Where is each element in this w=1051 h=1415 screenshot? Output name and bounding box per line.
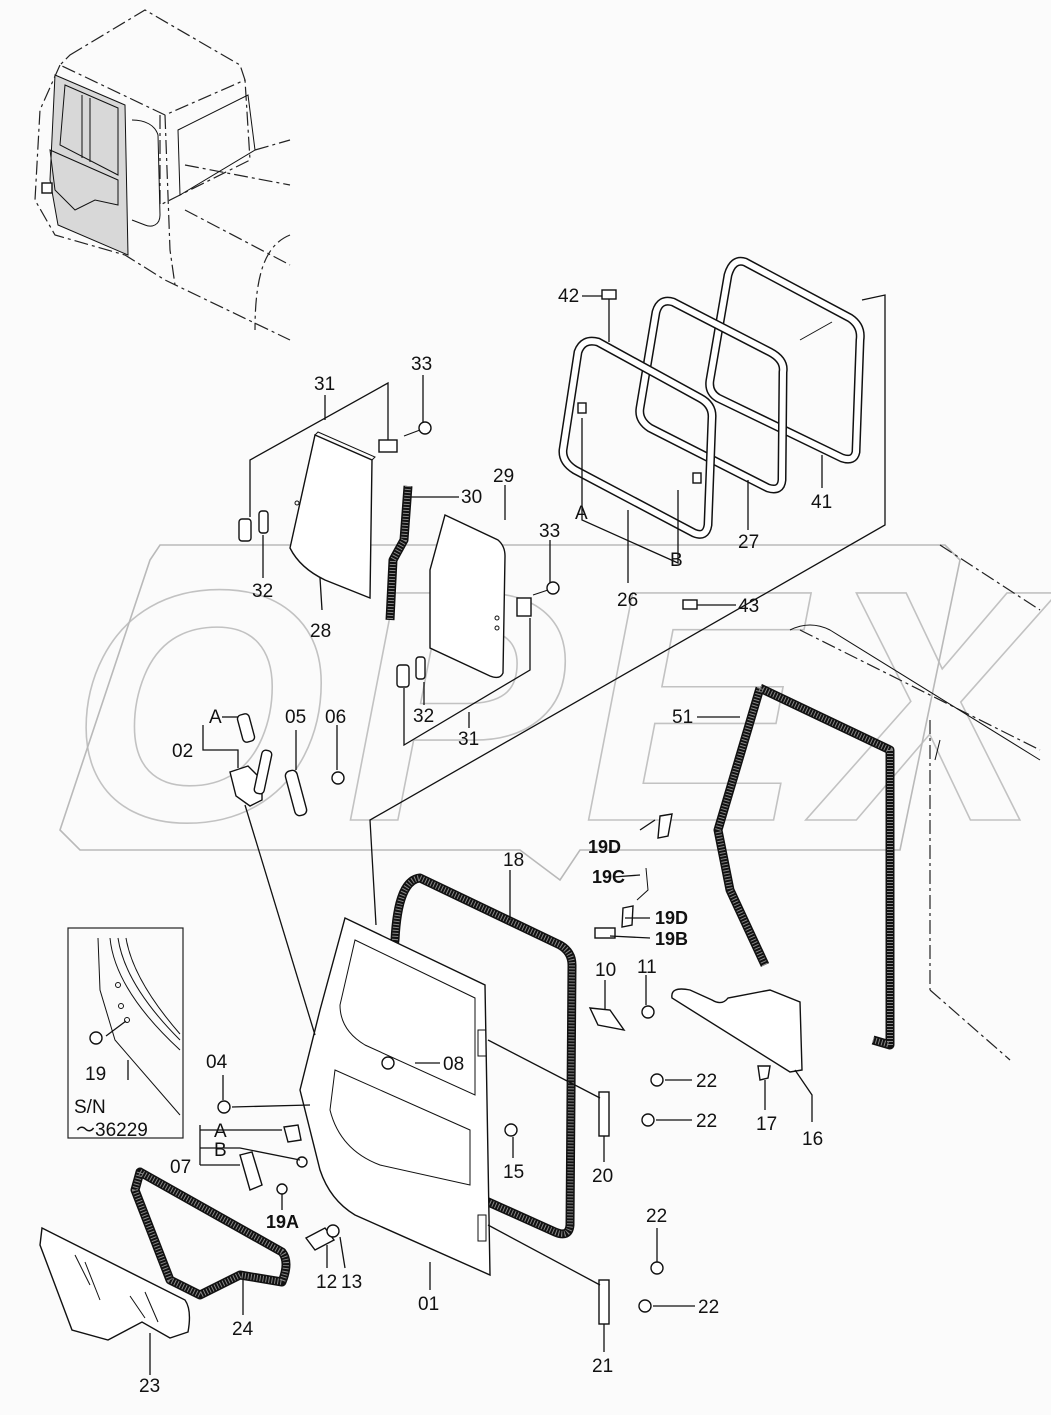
clip-19A xyxy=(276,1183,288,1195)
nut-08 xyxy=(381,1056,395,1070)
label-33-right: 33 xyxy=(539,521,560,542)
window-seal-41 xyxy=(705,256,865,464)
door-seal-18 xyxy=(375,873,577,1239)
label-17: 17 xyxy=(756,1114,777,1135)
label-19D-mid: 19D xyxy=(655,908,688,928)
nut-15 xyxy=(504,1123,518,1137)
label-01: 01 xyxy=(418,1294,439,1315)
screw-06 xyxy=(331,771,345,785)
inset-box-serial-note: 19 S/N ～36229 xyxy=(67,927,184,1141)
screw-11 xyxy=(641,1005,655,1019)
label-30: 30 xyxy=(461,487,482,508)
inset-part-label: 19 xyxy=(85,1064,106,1085)
label-19A: 19A xyxy=(266,1212,299,1232)
bolt-22-b xyxy=(641,1113,655,1127)
striker-10 xyxy=(588,1007,626,1032)
label-29: 29 xyxy=(493,466,514,487)
label-05: 05 xyxy=(285,707,306,728)
label-10: 10 xyxy=(595,960,616,981)
label-26: 26 xyxy=(617,590,638,611)
label-13: 13 xyxy=(341,1272,362,1293)
label-33-left: 33 xyxy=(411,354,432,375)
cab-side-reference xyxy=(789,544,1041,1061)
label-07-A: A xyxy=(214,1121,227,1142)
striker-05 xyxy=(284,769,308,817)
label-43: 43 xyxy=(738,596,759,617)
door-lock-02 xyxy=(229,713,273,807)
inset-serial-label: S/N xyxy=(74,1097,106,1118)
label-06: 06 xyxy=(325,707,346,728)
hinge-21 xyxy=(598,1279,610,1325)
part-labels: 33 31 32 28 30 29 33 32 31 42 A B 26 27 … xyxy=(139,286,832,1397)
catch-19D-mid xyxy=(621,905,634,928)
label-23: 23 xyxy=(139,1376,160,1397)
hinge-20 xyxy=(598,1091,610,1137)
nut-13 xyxy=(326,1224,340,1238)
handle-07 xyxy=(239,1124,308,1191)
label-28: 28 xyxy=(310,621,331,642)
label-12: 12 xyxy=(316,1272,337,1293)
rod-19C xyxy=(636,867,649,901)
label-51: 51 xyxy=(672,707,693,728)
label-08: 08 xyxy=(443,1054,464,1075)
bolt-04 xyxy=(217,1100,231,1114)
label-11: 11 xyxy=(637,957,657,978)
bracket-31-right xyxy=(396,597,532,688)
label-22-c: 22 xyxy=(646,1206,667,1227)
label-04: 04 xyxy=(206,1052,228,1073)
label-32-left: 32 xyxy=(252,581,273,602)
plate-16 xyxy=(671,988,803,1073)
seal-24 xyxy=(130,1167,291,1300)
label-31-bottom: 31 xyxy=(458,729,479,750)
glass-29 xyxy=(429,514,506,679)
label-15: 15 xyxy=(503,1162,524,1183)
label-42: 42 xyxy=(558,286,579,307)
label-16: 16 xyxy=(802,1129,823,1150)
bolt-33-left xyxy=(403,421,432,437)
label-19D-top: 19D xyxy=(588,837,621,857)
label-27: 27 xyxy=(738,532,759,553)
cap-17 xyxy=(757,1065,771,1081)
label-02-A: A xyxy=(209,707,222,728)
bolt-22-d xyxy=(638,1299,652,1313)
label-24: 24 xyxy=(232,1319,254,1340)
label-18: 18 xyxy=(503,850,524,871)
label-26-B: B xyxy=(670,550,683,571)
label-02: 02 xyxy=(172,741,193,762)
label-21: 21 xyxy=(592,1356,613,1377)
label-07-B: B xyxy=(214,1140,227,1161)
pad-42 xyxy=(601,289,617,300)
label-32-right: 32 xyxy=(413,706,434,727)
bolt-22-c xyxy=(650,1261,664,1275)
door-handle-icon xyxy=(41,182,53,194)
pad-43 xyxy=(682,599,698,610)
label-20: 20 xyxy=(592,1166,613,1187)
label-26-A: A xyxy=(575,503,588,524)
label-22-d: 22 xyxy=(698,1297,719,1318)
door-frame-01 xyxy=(299,917,491,1277)
glass-23 xyxy=(39,1226,191,1341)
inset-serial-range: ～36229 xyxy=(76,1120,148,1141)
door-seal-51 xyxy=(713,683,895,1050)
catch-19D-top xyxy=(657,813,673,839)
glass-28 xyxy=(289,431,376,600)
label-41: 41 xyxy=(811,492,832,513)
run-channel-30 xyxy=(385,485,413,621)
label-22-b: 22 xyxy=(696,1111,717,1132)
cab-overview-illustration xyxy=(34,9,291,341)
label-22-a: 22 xyxy=(696,1071,717,1092)
label-19C: 19C xyxy=(592,867,625,887)
bolt-33-right xyxy=(532,581,560,596)
label-19B: 19B xyxy=(655,929,688,949)
window-frame-26 xyxy=(558,336,717,539)
bolt-22-a xyxy=(650,1073,664,1087)
window-seal-27 xyxy=(635,296,788,494)
label-31-top: 31 xyxy=(314,374,335,395)
label-07: 07 xyxy=(170,1157,191,1178)
clip-19B xyxy=(594,927,616,939)
watermark: OPEX xyxy=(59,520,1042,891)
leader-lines xyxy=(127,294,886,1375)
bracket-31-left xyxy=(238,439,398,542)
